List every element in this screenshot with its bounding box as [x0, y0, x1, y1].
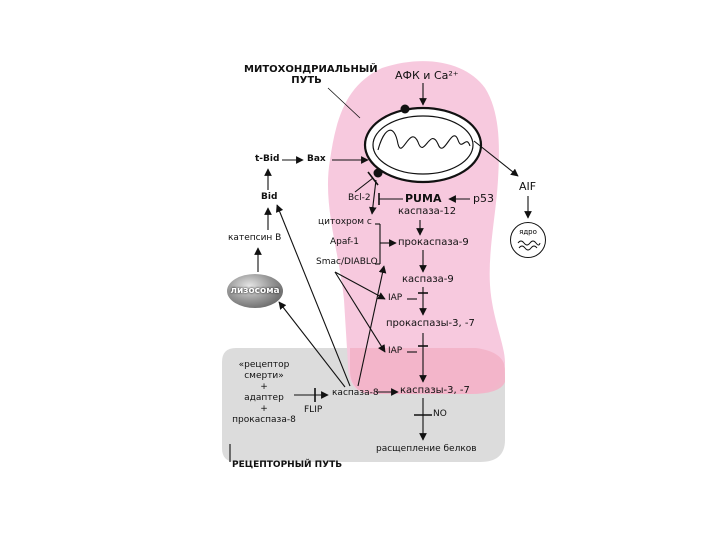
dna-icon: [517, 240, 541, 251]
channel-dot-bottom: [373, 168, 383, 178]
mito-pathway-title-line1: МИТОХОНДРИАЛЬНЫЙ: [244, 64, 378, 75]
apaf1-label: Apaf-1: [330, 237, 360, 247]
procaspase8-label: прокаспаза-8: [232, 415, 296, 425]
death-receptor-complex: «рецептор смерти» + адаптер + прокаспаза…: [232, 360, 296, 426]
iap-label-2: IAP: [388, 346, 403, 356]
nucleus: ядро: [510, 222, 546, 258]
caspase9-label: каспаза-9: [402, 274, 454, 285]
cytochrome-c-label: цитохром с: [318, 217, 372, 227]
lysosome: лизосома: [227, 274, 283, 308]
mitochondrion: [363, 104, 483, 184]
caspase12-label: каспаза-12: [398, 206, 457, 217]
lysosome-label: лизосома: [230, 286, 280, 296]
bid-label: Bid: [261, 192, 278, 202]
smac-diablo-label: Smac/DIABLO: [316, 257, 378, 267]
caspase8-label: каспаза-8: [332, 388, 379, 398]
receptor-pathway-title: РЕЦЕПТОРНЫЙ ПУТЬ: [232, 460, 343, 470]
t-bid-label: t-Bid: [255, 154, 280, 164]
death-receptor-line1: «рецептор: [238, 360, 290, 370]
aif-label: AIF: [519, 180, 537, 193]
mito-pathway-title-line2: ПУТЬ: [291, 75, 322, 86]
plus-sign-1: +: [260, 382, 268, 392]
caspases37-label: каспазы-3, -7: [400, 385, 470, 396]
iap-label-1: IAP: [388, 293, 403, 303]
protein-cleavage-label: расщепление белков: [376, 444, 477, 454]
procaspase9-label: прокаспаза-9: [398, 237, 469, 248]
overlap-region: [350, 348, 505, 394]
nucleus-label: ядро: [519, 228, 537, 236]
cathepsin-b-label: катепсин B: [228, 233, 282, 243]
ros-ca-label: АФК и Ca²⁺: [395, 69, 459, 82]
pathway-arrows: [229, 83, 532, 462]
p53-label: p53: [473, 192, 494, 205]
mito-label-pointer: [327, 87, 361, 119]
no-label: NO: [433, 409, 447, 419]
bax-label: Bax: [307, 154, 326, 164]
puma-label: PUMA: [405, 192, 442, 205]
mito-pathway-title: МИТОХОНДРИАЛЬНЫЙ ПУТЬ: [244, 64, 378, 86]
channel-dot-top: [400, 104, 410, 114]
adapter-label: адаптер: [244, 393, 284, 403]
procaspases37-label: прокаспазы-3, -7: [386, 318, 475, 329]
death-receptor-line2: смерти»: [244, 371, 284, 381]
plus-sign-2: +: [260, 404, 268, 414]
bcl2-label: Bcl-2: [348, 193, 371, 203]
flip-label: FLIP: [304, 405, 323, 415]
